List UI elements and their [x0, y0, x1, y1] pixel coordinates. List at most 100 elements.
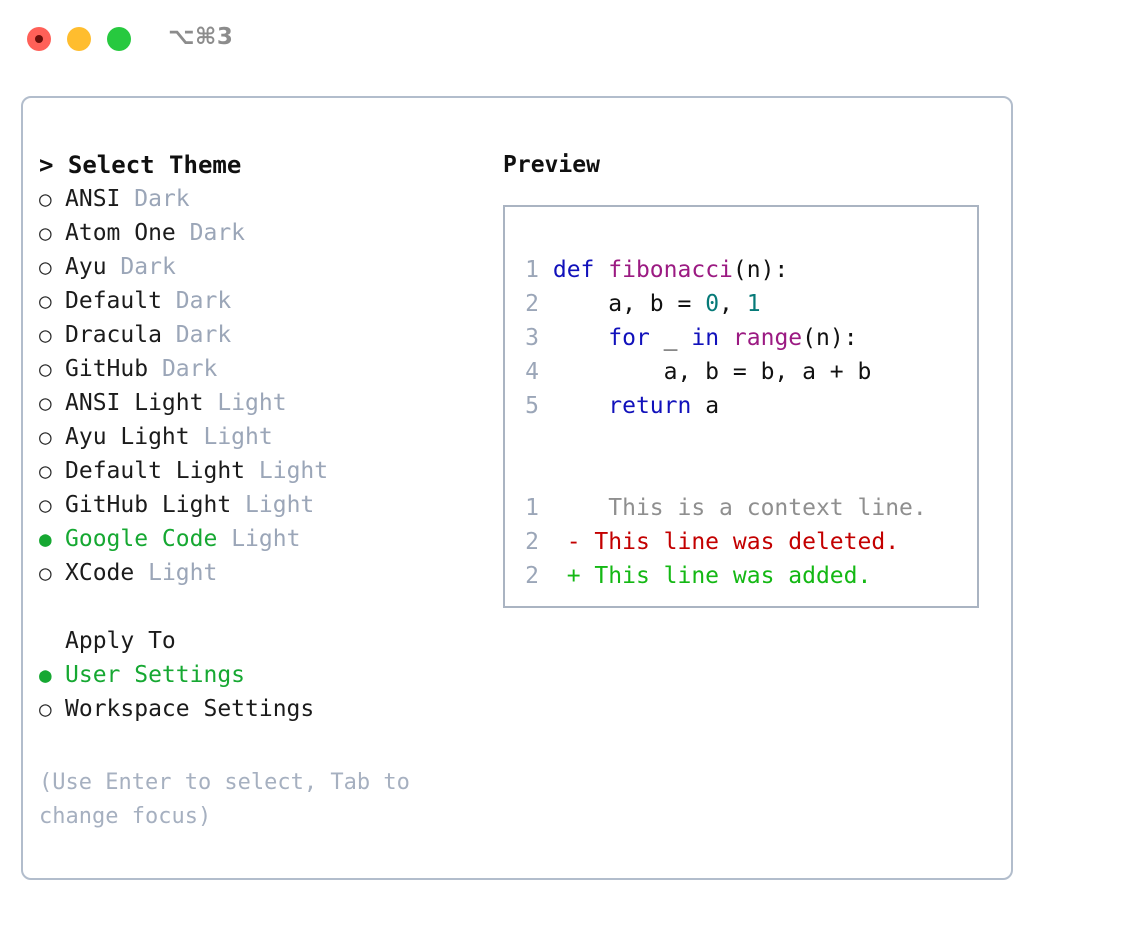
theme-list-item[interactable]: ○Atom One Dark: [39, 216, 479, 250]
theme-variant-tag: Light: [148, 560, 218, 586]
code-token: fibonacci: [608, 257, 733, 283]
radio-unselected-icon[interactable]: ○: [39, 493, 52, 517]
theme-name: Ayu: [65, 254, 107, 280]
title-bar: ⌥⌘3: [0, 0, 1140, 78]
diff-marker: -: [566, 529, 581, 555]
code-token: _: [649, 325, 692, 351]
line-number: 1: [525, 257, 539, 283]
radio-unselected-icon[interactable]: ○: [39, 561, 52, 585]
section-spacer: [39, 590, 479, 624]
code-line: 3 for _ in range(n):: [523, 321, 927, 355]
apply-to-label: Workspace Settings: [65, 696, 315, 722]
theme-list-item[interactable]: ○ ANSI Dark: [39, 182, 479, 216]
diff-marker: [567, 495, 581, 521]
theme-name: GitHub Light: [65, 492, 232, 518]
code-token: for: [608, 325, 650, 351]
theme-selector-column: > Select Theme ○ANSI Dark○Atom One Dark○…: [39, 148, 479, 726]
code-token: 1: [746, 291, 761, 317]
main-panel: > Select Theme ○ANSI Dark○Atom One Dark○…: [21, 96, 1013, 880]
diff-line: 2 + This line was added.: [523, 559, 927, 593]
theme-name: Google Code: [65, 526, 218, 552]
radio-unselected-icon[interactable]: ○: [39, 255, 52, 279]
theme-list-item[interactable]: ○Ayu Light Light: [39, 420, 479, 454]
theme-list-item[interactable]: ○ XCode Light: [39, 556, 479, 590]
theme-variant-tag: Dark: [175, 288, 232, 314]
maximize-window-button[interactable]: [107, 27, 131, 51]
minimize-window-button[interactable]: [67, 27, 91, 51]
keyboard-hint-text: (Use Enter to select, Tab to change focu…: [39, 770, 424, 829]
theme-list-item[interactable]: ○ GitHub Light Light: [39, 488, 479, 522]
diff-text: This line was deleted.: [580, 529, 900, 555]
theme-variant-tag: Light: [231, 526, 301, 552]
apply-to-label: User Settings: [65, 662, 246, 688]
radio-unselected-icon[interactable]: ○: [39, 425, 52, 449]
theme-list-item[interactable]: ● Google Code Light: [39, 522, 479, 556]
line-number: 2: [525, 529, 539, 555]
line-number: 2: [525, 563, 539, 589]
theme-list-item[interactable]: ○GitHub Dark: [39, 352, 479, 386]
theme-list-item[interactable]: ○ Ayu Dark: [39, 250, 479, 284]
theme-name: GitHub: [65, 356, 149, 382]
code-token: ,: [719, 291, 747, 317]
theme-list-item[interactable]: ○ Dracula Dark: [39, 318, 479, 352]
radio-selected-icon[interactable]: ●: [39, 527, 52, 551]
line-number: 4: [525, 359, 539, 385]
radio-unselected-icon[interactable]: ○: [39, 459, 52, 483]
code-line: 5 return a: [523, 389, 927, 423]
code-token: a: [691, 393, 720, 419]
diff-line: 1 This is a context line.: [523, 491, 927, 525]
code-token: (n):: [802, 325, 858, 351]
code-token: in: [691, 325, 720, 351]
theme-list-item[interactable]: ○ Default Dark: [39, 284, 479, 318]
code-token: a, b =: [552, 291, 706, 317]
diff-text: This line was added.: [580, 563, 872, 589]
code-spacer: [523, 457, 927, 491]
theme-name: Default Light: [65, 458, 246, 484]
diff-marker: +: [566, 563, 581, 589]
radio-selected-icon[interactable]: ●: [39, 663, 52, 687]
theme-name: Dracula: [65, 322, 162, 348]
code-token: (n):: [732, 257, 789, 283]
code-line: 1 def fibonacci(n):: [523, 253, 927, 287]
code-line: 2 a, b = 0, 1: [523, 287, 927, 321]
radio-unselected-icon[interactable]: ○: [39, 357, 52, 381]
theme-name: ANSI: [65, 186, 121, 212]
theme-name: XCode: [65, 560, 135, 586]
theme-list-item[interactable]: ○ ANSI Light Light: [39, 386, 479, 420]
radio-unselected-icon[interactable]: ○: [39, 221, 52, 245]
apply-to-heading: Apply To: [65, 628, 176, 654]
radio-unselected-icon[interactable]: ○: [39, 187, 52, 211]
theme-variant-tag: Light: [217, 390, 287, 416]
radio-unselected-icon[interactable]: ○: [39, 289, 52, 313]
theme-list: ○ANSI Dark○Atom One Dark○Ayu Dark○Defaul…: [39, 182, 479, 590]
code-token: def: [552, 257, 595, 283]
code-token: [719, 325, 733, 351]
line-number: 2: [525, 291, 539, 317]
theme-name: Default: [65, 288, 162, 314]
theme-variant-tag: Dark: [175, 322, 232, 348]
radio-unselected-icon[interactable]: ○: [39, 391, 52, 415]
code-token: a, b = b, a + b: [552, 359, 872, 385]
apply-to-item[interactable]: ● User Settings: [39, 658, 479, 692]
preview-heading: Preview: [503, 152, 600, 178]
theme-variant-tag: Light: [245, 492, 315, 518]
close-window-button[interactable]: [27, 27, 51, 51]
theme-list-item[interactable]: ○ Default Light Light: [39, 454, 479, 488]
code-token: [594, 257, 608, 283]
theme-variant-tag: Light: [258, 458, 329, 484]
diff-text: This is a context line.: [580, 495, 927, 521]
theme-name: ANSI Light: [65, 390, 204, 416]
theme-variant-tag: Dark: [120, 254, 176, 280]
code-token: range: [732, 325, 803, 351]
radio-unselected-icon[interactable]: ○: [39, 323, 52, 347]
theme-variant-tag: Dark: [189, 220, 246, 246]
radio-unselected-icon[interactable]: ○: [39, 697, 52, 721]
apply-to-item[interactable]: ○ Workspace Settings: [39, 692, 479, 726]
line-number: 5: [525, 393, 539, 419]
theme-variant-tag: Dark: [134, 186, 190, 212]
diff-line: 2 - This line was deleted.: [523, 525, 927, 559]
code-spacer: [523, 423, 927, 457]
